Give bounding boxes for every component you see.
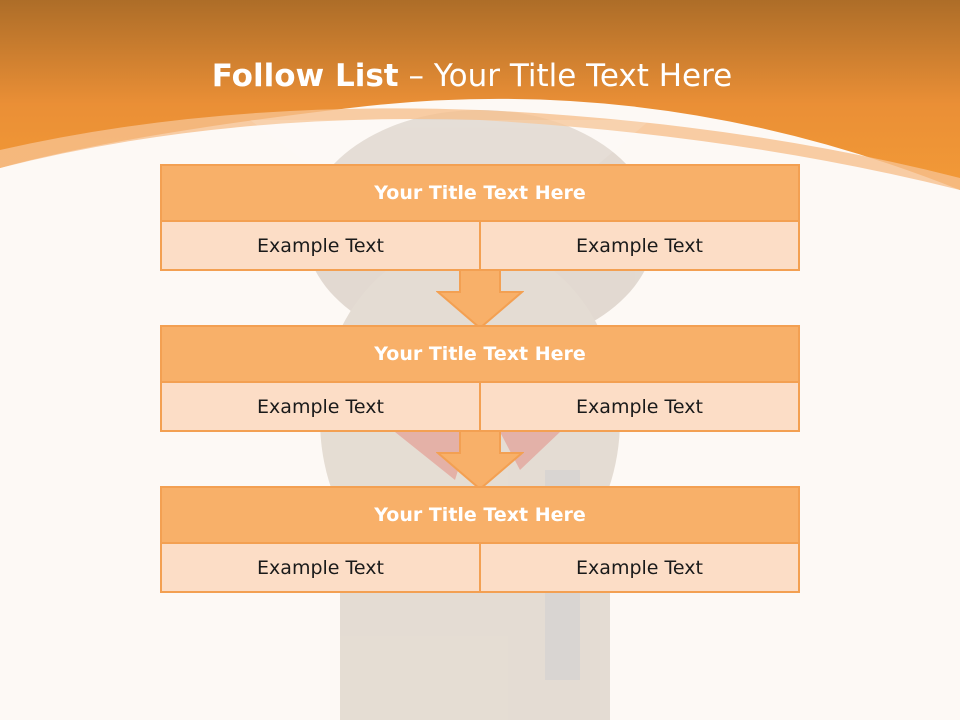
down-arrow-icon: [436, 431, 524, 491]
list-block-cell-right[interactable]: Example Text: [479, 222, 798, 269]
list-block-2: Your Title Text Here Example Text Exampl…: [160, 325, 800, 432]
list-block-row: Example Text Example Text: [162, 222, 798, 269]
list-block-3: Your Title Text Here Example Text Exampl…: [160, 486, 800, 593]
list-block-cell-right[interactable]: Example Text: [479, 383, 798, 430]
list-block-row: Example Text Example Text: [162, 544, 798, 591]
slide-title-rest: – Your Title Text Here: [398, 58, 733, 94]
list-block-title[interactable]: Your Title Text Here: [162, 488, 798, 544]
background-bandana: [395, 432, 560, 480]
header-band: [0, 0, 960, 190]
header-swoosh: [0, 108, 960, 190]
slide-title: Follow List – Your Title Text Here: [0, 52, 944, 100]
down-arrow-icon: [436, 270, 524, 330]
list-block-cell-left[interactable]: Example Text: [257, 234, 384, 257]
list-block-title[interactable]: Your Title Text Here: [162, 327, 798, 383]
list-block-cell-right[interactable]: Example Text: [479, 544, 798, 591]
list-block-1: Your Title Text Here Example Text Exampl…: [160, 164, 800, 271]
list-block-cell-left[interactable]: Example Text: [257, 395, 384, 418]
list-block-row: Example Text Example Text: [162, 383, 798, 430]
list-block-title[interactable]: Your Title Text Here: [162, 166, 798, 222]
slide-title-strong: Follow List: [211, 58, 399, 94]
list-block-cell-left[interactable]: Example Text: [257, 556, 384, 579]
